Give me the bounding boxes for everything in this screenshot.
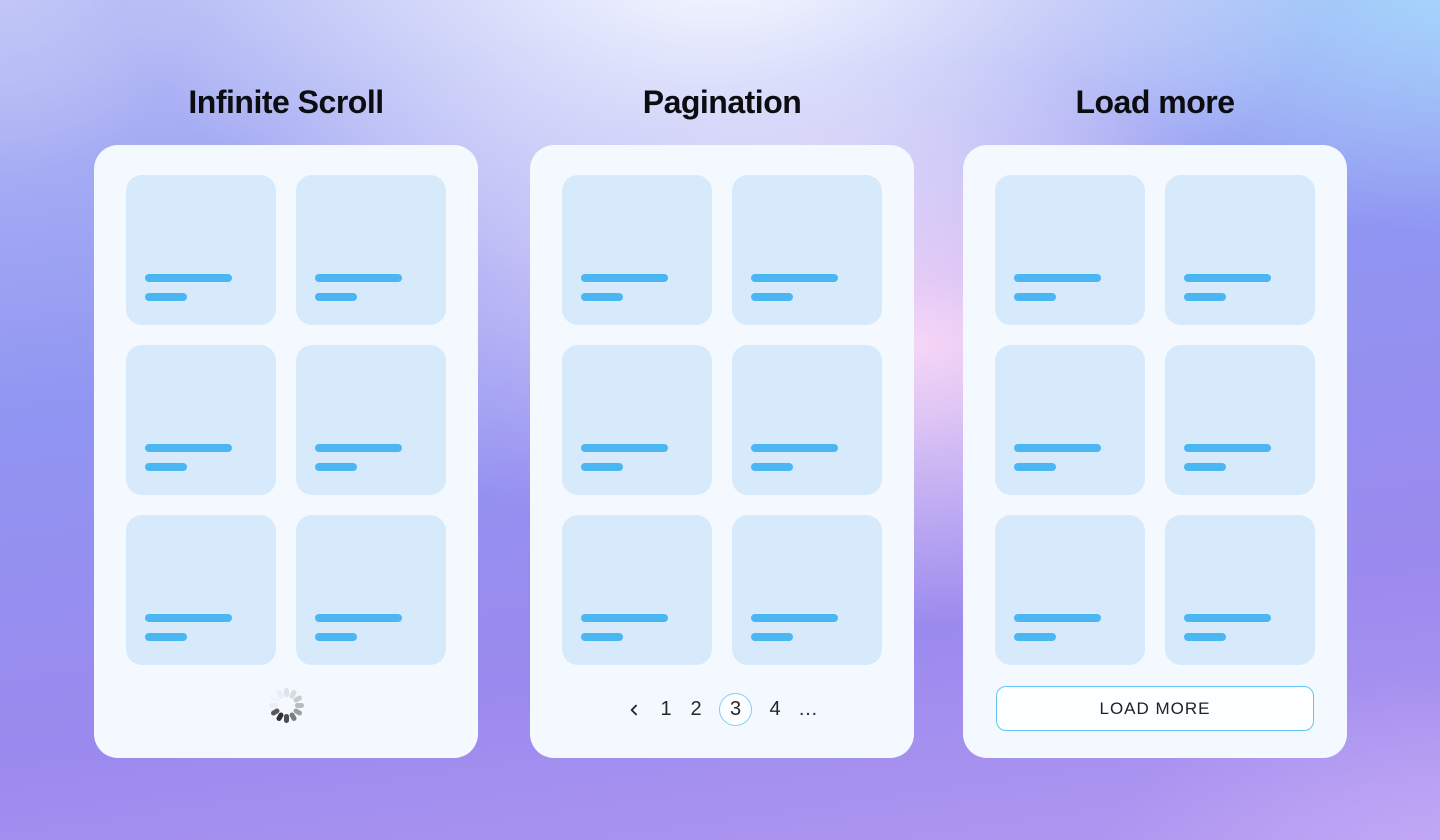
skeleton-line-short	[581, 633, 623, 641]
skeleton-line-long	[581, 614, 668, 622]
section-title: Load more	[1075, 84, 1235, 120]
skeleton-card	[562, 175, 712, 325]
page-button-1[interactable]: 1	[659, 693, 673, 726]
skeleton-line-long	[315, 444, 402, 452]
skeleton-line-long	[581, 274, 668, 282]
panel-footer	[126, 665, 446, 758]
skeleton-card	[1165, 345, 1315, 495]
skeleton-card	[126, 515, 276, 665]
skeleton-line-long	[1184, 444, 1271, 452]
pagination-controls: 1 2 3 4 …	[625, 693, 819, 726]
skeleton-line-short	[1184, 293, 1226, 301]
loading-spinner-icon	[264, 684, 308, 728]
skeleton-card	[1165, 515, 1315, 665]
skeleton-card	[995, 175, 1145, 325]
page-button-4[interactable]: 4	[768, 693, 782, 726]
skeleton-line-short	[581, 293, 623, 301]
skeleton-card	[732, 175, 882, 325]
skeleton-line-long	[1014, 614, 1101, 622]
skeleton-line-long	[1184, 274, 1271, 282]
skeleton-line-short	[1184, 633, 1226, 641]
skeleton-line-long	[145, 274, 232, 282]
skeleton-line-short	[1014, 293, 1056, 301]
skeleton-line-short	[1184, 463, 1226, 471]
section-load-more: Load more LOAD MORE	[963, 0, 1347, 840]
skeleton-card	[296, 175, 446, 325]
skeleton-line-long	[1014, 274, 1101, 282]
load-more-button[interactable]: LOAD MORE	[996, 686, 1314, 731]
content-panel: 1 2 3 4 …	[530, 145, 914, 758]
panel-footer: 1 2 3 4 …	[562, 665, 882, 758]
skeleton-line-long	[315, 614, 402, 622]
skeleton-line-long	[751, 444, 838, 452]
skeleton-card	[732, 515, 882, 665]
skeleton-card	[562, 345, 712, 495]
skeleton-card	[995, 515, 1145, 665]
page-button-3[interactable]: 3	[719, 693, 752, 726]
skeleton-line-long	[145, 444, 232, 452]
chevron-left-icon	[630, 704, 637, 715]
page-button-2[interactable]: 2	[689, 693, 703, 726]
section-title: Pagination	[642, 84, 802, 120]
skeleton-line-short	[751, 293, 793, 301]
skeleton-line-long	[751, 614, 838, 622]
skeleton-card	[732, 345, 882, 495]
skeleton-card	[562, 515, 712, 665]
card-grid	[995, 175, 1315, 665]
pagination-ellipsis: …	[798, 698, 819, 720]
skeleton-line-long	[145, 614, 232, 622]
skeleton-line-short	[145, 293, 187, 301]
skeleton-card	[1165, 175, 1315, 325]
skeleton-line-short	[751, 633, 793, 641]
skeleton-line-short	[145, 633, 187, 641]
skeleton-line-short	[581, 463, 623, 471]
skeleton-card	[995, 345, 1145, 495]
skeleton-line-short	[145, 463, 187, 471]
skeleton-card	[296, 345, 446, 495]
skeleton-line-short	[315, 463, 357, 471]
skeleton-line-long	[581, 444, 668, 452]
section-title: Infinite Scroll	[188, 84, 384, 120]
skeleton-card	[296, 515, 446, 665]
skeleton-line-short	[751, 463, 793, 471]
skeleton-line-short	[315, 633, 357, 641]
content-panel: LOAD MORE	[963, 145, 1347, 758]
skeleton-line-long	[1184, 614, 1271, 622]
content-panel	[94, 145, 478, 758]
skeleton-line-long	[1014, 444, 1101, 452]
skeleton-line-short	[1014, 633, 1056, 641]
card-grid	[126, 175, 446, 665]
skeleton-line-long	[315, 274, 402, 282]
skeleton-line-long	[751, 274, 838, 282]
skeleton-line-short	[315, 293, 357, 301]
skeleton-line-short	[1014, 463, 1056, 471]
section-infinite-scroll: Infinite Scroll	[94, 0, 478, 840]
panel-footer: LOAD MORE	[995, 665, 1315, 758]
previous-page-button[interactable]	[625, 701, 643, 719]
section-pagination: Pagination 1 2 3 4 …	[530, 0, 914, 840]
skeleton-card	[126, 175, 276, 325]
skeleton-card	[126, 345, 276, 495]
card-grid	[562, 175, 882, 665]
